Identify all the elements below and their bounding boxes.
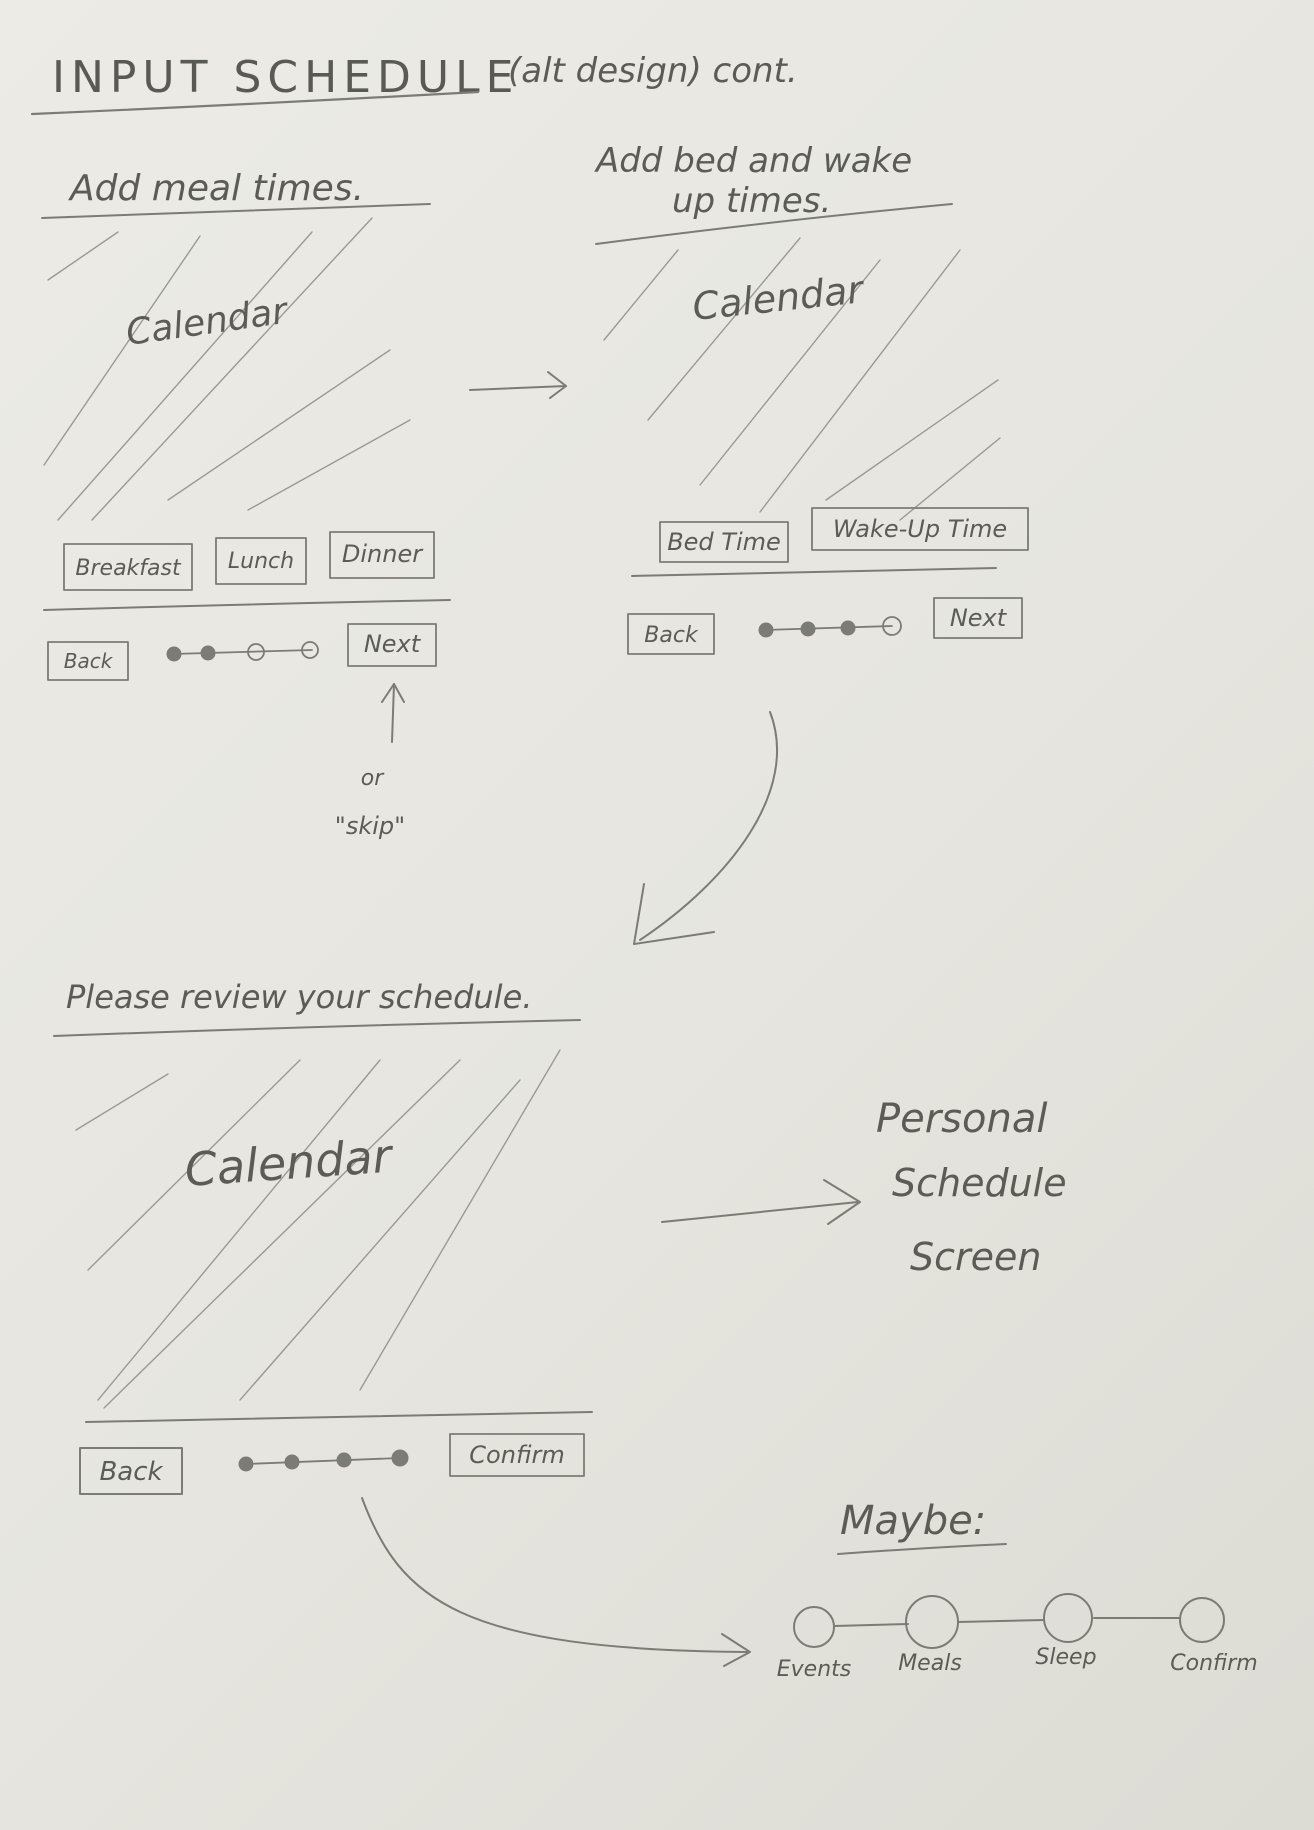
maybe-step-sleep	[1043, 1593, 1093, 1643]
review-calendar-hatching	[75, 1049, 561, 1409]
meals-calendar-hatching	[43, 217, 411, 521]
maybe-step-events	[793, 1606, 835, 1648]
sleep-back-label: Back	[644, 623, 699, 648]
meals-calendar-label: Calendar	[124, 290, 292, 353]
skip-note-skip: "skip"	[335, 812, 405, 840]
maybe-stepper-line	[833, 1617, 1181, 1627]
breakfast-button[interactable]: Breakfast	[63, 543, 193, 591]
meals-back-label: Back	[64, 649, 114, 673]
lunch-button-label: Lunch	[228, 549, 294, 574]
review-back-label: Back	[99, 1457, 163, 1487]
sleep-heading-line2: up times.	[672, 181, 831, 221]
arrow-to-maybe	[361, 1497, 751, 1667]
meals-next-button[interactable]: Next	[347, 623, 437, 667]
sleep-heading-line1: Add bed and wake	[594, 141, 912, 181]
page-title: INPUT SCHEDULE (alt design) cont.	[30, 51, 798, 116]
meals-next-label: Next	[364, 630, 422, 658]
title-underline	[30, 90, 480, 116]
meals-back-button[interactable]: Back	[47, 641, 129, 681]
sleep-calendar-label: Calendar	[690, 267, 867, 329]
maybe-heading: Maybe:	[840, 1498, 986, 1544]
review-back-button[interactable]: Back	[79, 1447, 183, 1495]
lunch-button[interactable]: Lunch	[215, 537, 307, 585]
review-screen: Please review your schedule. Calendar Ba…	[53, 978, 593, 1495]
meals-divider	[43, 599, 451, 611]
maybe-label-events: Events	[777, 1657, 852, 1682]
bed-time-button[interactable]: Bed Time	[659, 521, 789, 563]
wake-up-time-button-label: Wake-Up Time	[833, 515, 1007, 543]
arrow-sleep-to-review	[633, 711, 779, 945]
breakfast-button-label: Breakfast	[75, 556, 182, 581]
review-heading: Please review your schedule.	[66, 978, 532, 1016]
sleep-calendar-hatching	[603, 237, 1001, 521]
personal-line3: Screen	[910, 1235, 1041, 1279]
review-progress-dots	[238, 1449, 409, 1472]
title-main: INPUT SCHEDULE	[52, 52, 519, 103]
meals-progress-dots	[166, 641, 319, 662]
meals-heading: Add meal times.	[68, 168, 364, 209]
review-divider	[85, 1411, 593, 1423]
dinner-button-label: Dinner	[342, 540, 424, 568]
sleep-next-label: Next	[950, 604, 1008, 632]
maybe-step-confirm	[1179, 1597, 1225, 1643]
sleep-divider	[631, 567, 997, 577]
maybe-label-meals: Meals	[898, 1651, 962, 1676]
review-heading-underline	[53, 1019, 581, 1037]
maybe-label-sleep: Sleep	[1035, 1645, 1096, 1670]
arrow-meals-to-sleep	[469, 371, 567, 399]
sleep-progress-dots	[758, 616, 902, 638]
maybe-label-confirm: Confirm	[1170, 1651, 1257, 1676]
personal-line1: Personal	[876, 1096, 1047, 1142]
review-calendar-label: Calendar	[183, 1128, 396, 1197]
sleep-screen: Add bed and wake up times. Calendar Bed …	[594, 141, 1029, 655]
dinner-button[interactable]: Dinner	[329, 531, 435, 579]
sleep-back-button[interactable]: Back	[627, 613, 715, 655]
meals-screen: Add meal times. Calendar Breakfast Lunch…	[41, 168, 451, 840]
arrow-review-to-personal	[661, 1179, 861, 1225]
maybe-step-meals	[905, 1595, 959, 1649]
title-suffix: (alt design) cont.	[508, 51, 798, 91]
skip-note-or: or	[361, 766, 385, 791]
maybe-underline	[837, 1543, 1007, 1555]
personal-schedule-note: Personal Schedule Screen	[876, 1096, 1067, 1279]
personal-line2: Schedule	[892, 1161, 1067, 1205]
review-confirm-button[interactable]: Confirm	[449, 1433, 585, 1477]
review-confirm-label: Confirm	[469, 1441, 564, 1469]
meals-heading-underline	[41, 203, 431, 219]
maybe-section: Maybe: Events Meals Sleep Confirm	[777, 1498, 1258, 1682]
sleep-heading-underline	[595, 203, 953, 245]
skip-note-arrow	[381, 683, 405, 743]
bed-time-button-label: Bed Time	[667, 528, 781, 556]
sleep-next-button[interactable]: Next	[933, 597, 1023, 639]
wake-up-time-button[interactable]: Wake-Up Time	[811, 507, 1029, 551]
